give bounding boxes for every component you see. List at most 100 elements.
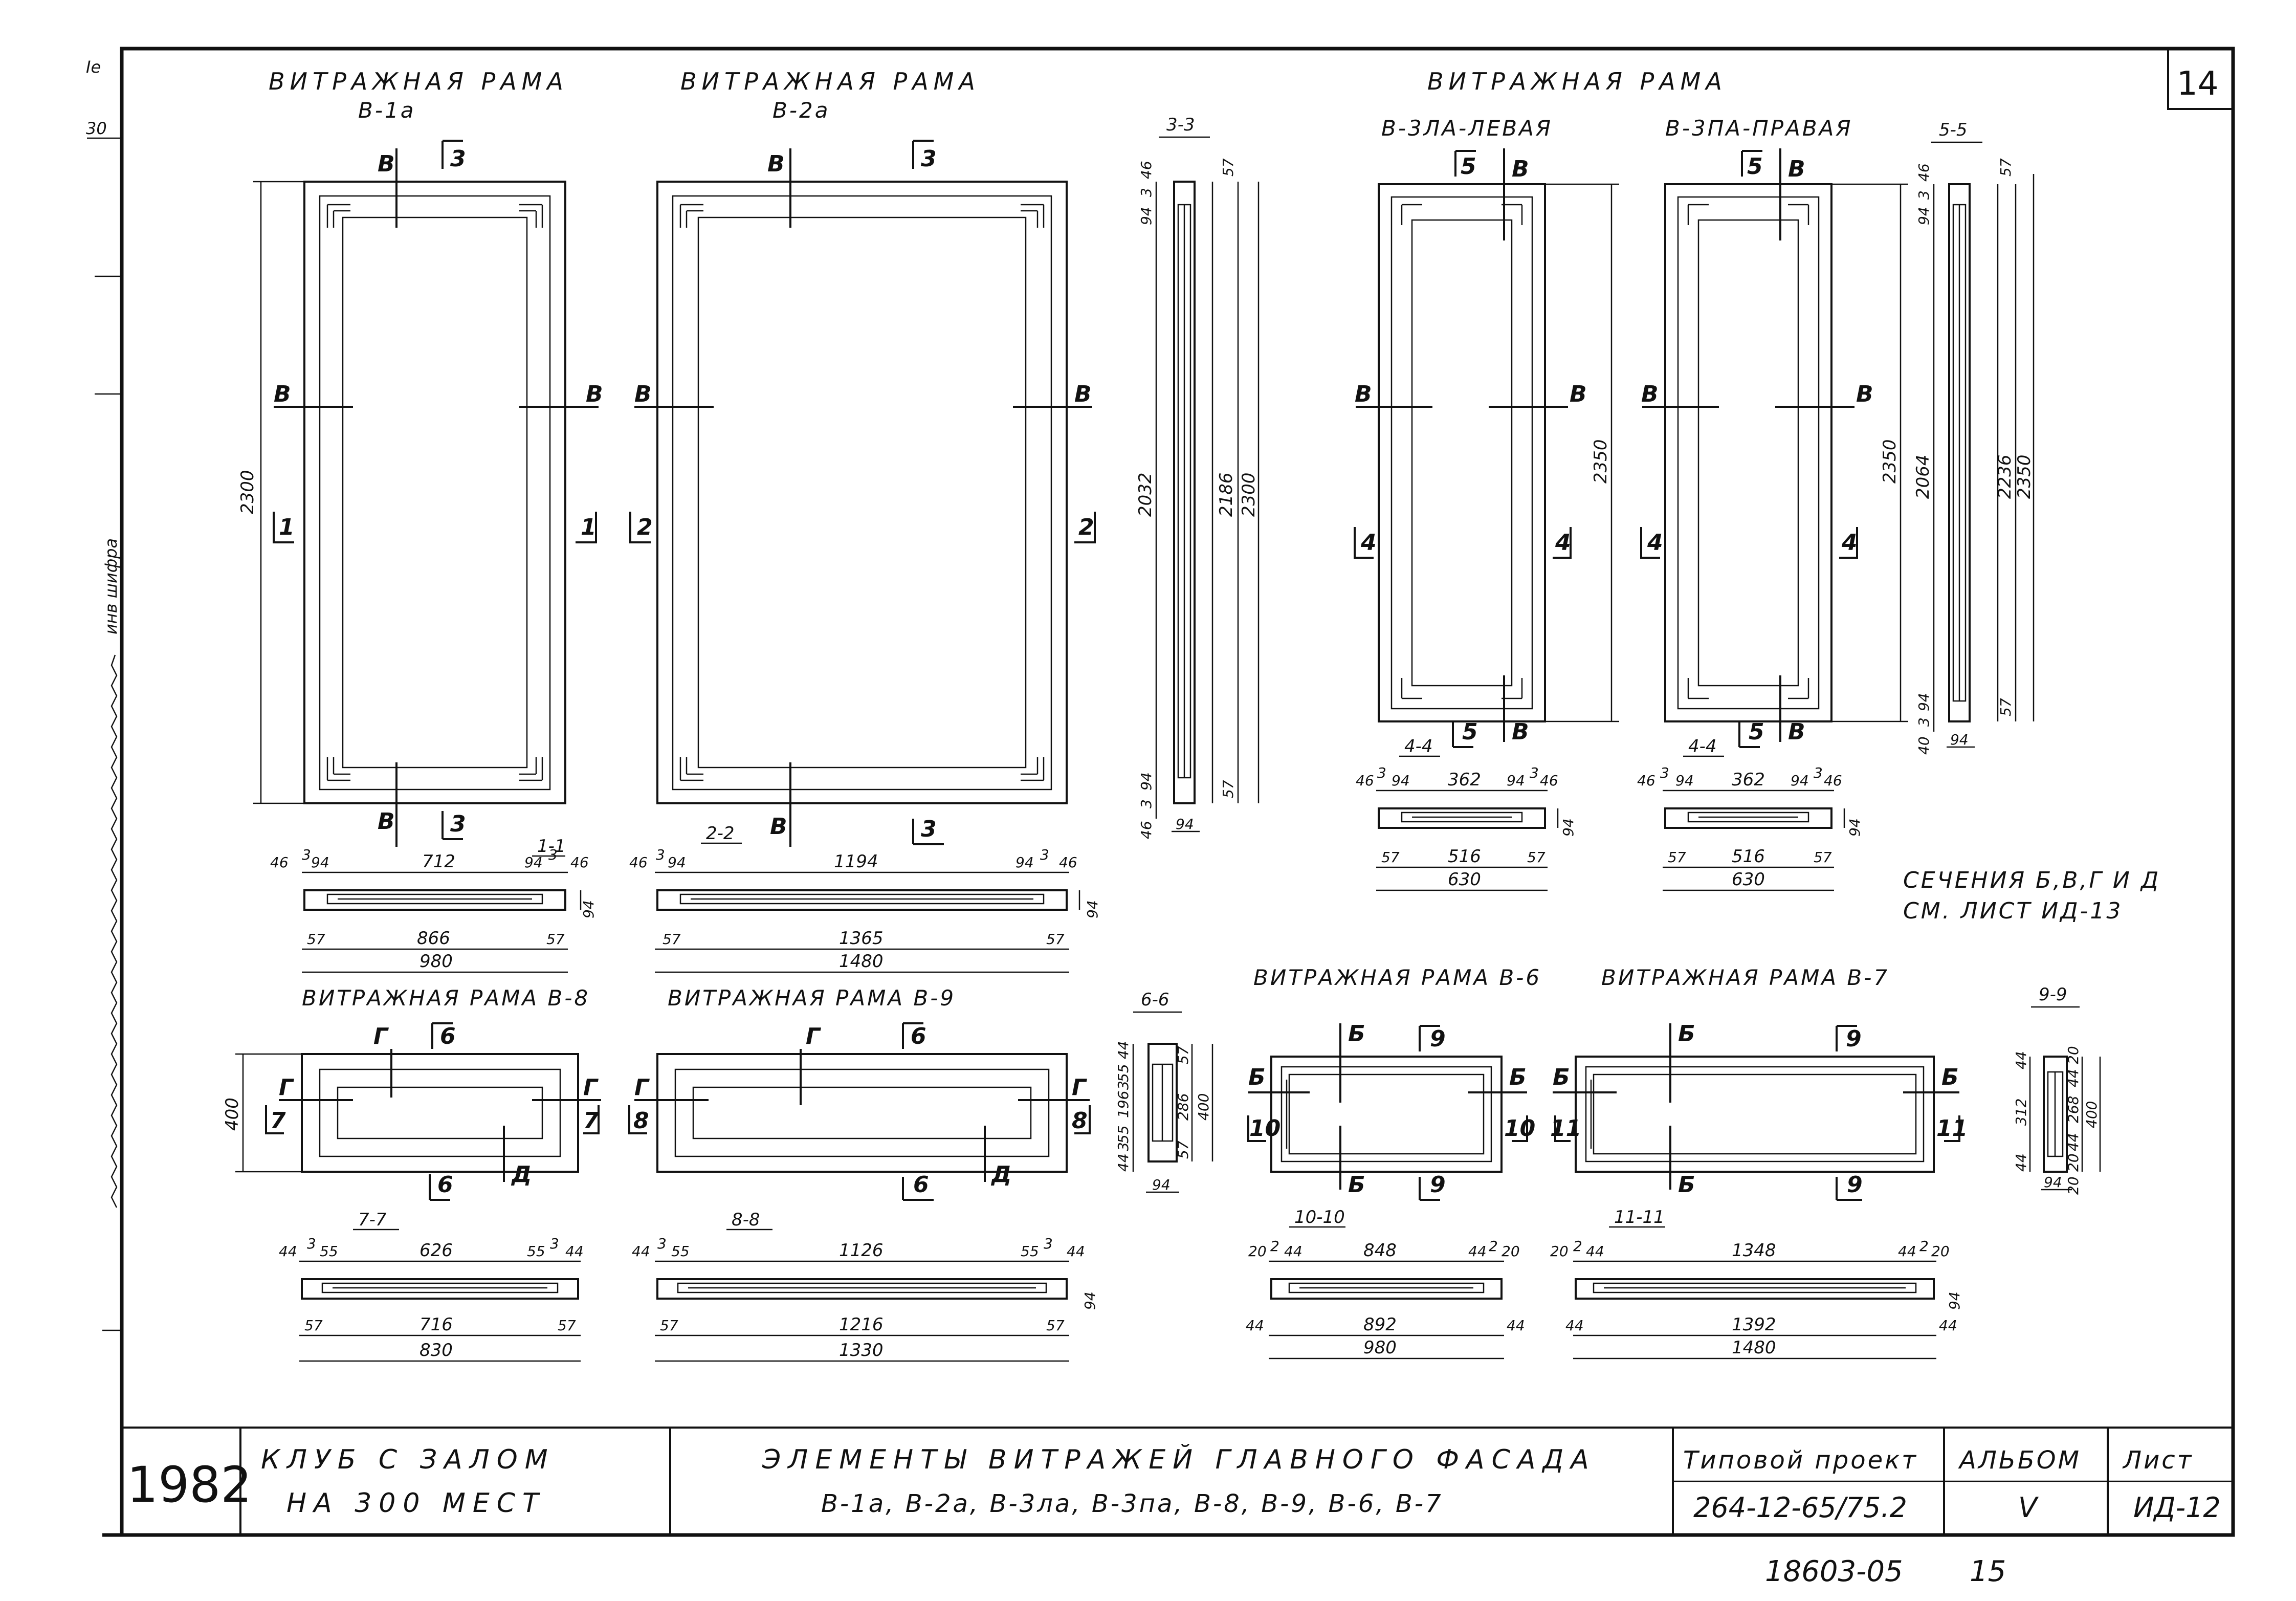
- frame-b1a-cut-v-top: В: [378, 151, 395, 177]
- frame-b3r-dim-bottom-1: 516: [1732, 846, 1765, 867]
- frame-b8-cut-6-top: 6: [440, 1023, 456, 1049]
- title-block-album-label: АЛЬБОМ: [1958, 1446, 2081, 1475]
- frame-b8-cut-7-right: 7: [583, 1108, 599, 1134]
- frame-b8-cut-g-left: Г: [279, 1074, 294, 1101]
- frame-b3r-width: 630: [1732, 869, 1765, 890]
- frame-b1a-cut-3-top: 3: [450, 146, 466, 172]
- frame-b8-dim-top-3: 626: [420, 1240, 453, 1261]
- section-6-6-w: 94: [1152, 1176, 1171, 1193]
- frame-b8: ВИТРАЖНАЯ РАМА В-8 Г Г Г Д 6 6 7 7 400 7…: [222, 985, 601, 1362]
- section-3-3: 3-3 46 3 94 57 2032 2186 2300 94 3 46 57…: [1135, 115, 1260, 839]
- section-6-6-mid: 196: [1115, 1091, 1132, 1118]
- frame-b7-dim-bottom-1: 1392: [1732, 1314, 1776, 1335]
- section-3-3-b1: 94: [1138, 772, 1155, 791]
- frame-b2a-cut-2-left: 2: [637, 514, 653, 540]
- frame-b3l-height: 2350: [1591, 439, 1611, 484]
- frame-b7-dim-top-1: 2: [1573, 1238, 1582, 1255]
- frame-b3l-dim-top-3: 362: [1448, 770, 1481, 790]
- frame-b6-dim-top-5: 2: [1489, 1238, 1498, 1255]
- section-5-5-h1: 2064: [1913, 454, 1933, 499]
- sheet-border: [102, 47, 2235, 1537]
- section-6-6-c2: 286: [1175, 1093, 1191, 1121]
- frame-b7-cut-b-left: Б: [1553, 1064, 1570, 1090]
- frame-b1a-title: ВИТРАЖНАЯ РАМА: [269, 68, 568, 95]
- title-block-title-line1: ЭЛЕМЕНТЫ ВИТРАЖЕЙ ГЛАВНОГО ФАСАДА: [762, 1444, 1596, 1475]
- frame-b9-section-label: 8-8: [732, 1210, 760, 1230]
- frame-b7-cut-b-top: Б: [1678, 1021, 1695, 1047]
- section-3-3-h2: 2186: [1216, 472, 1237, 517]
- frame-b9-cut-6-bottom: 6: [913, 1172, 929, 1198]
- frame-b6-section-label: 10-10: [1294, 1207, 1345, 1227]
- frame-b9-cut-8-left: 8: [633, 1108, 649, 1134]
- section-5-5-label: 5-5: [1939, 120, 1968, 140]
- title-block-project-label: Типовой проект: [1683, 1446, 1918, 1475]
- frame-b3r-depth: 94: [1846, 818, 1863, 837]
- section-9-9-mid: 312: [2013, 1099, 2029, 1126]
- frame-b1a-dim-top-6: 46: [570, 854, 589, 871]
- title-block-title-line2: В-1а, В-2а, В-3ла, В-3па, В-8, В-9, В-6,…: [821, 1489, 1443, 1518]
- frame-b8-dim-top-5: 3: [550, 1235, 559, 1252]
- frame-b7-section-label: 11-11: [1614, 1207, 1665, 1227]
- frame-b3l-cut-4-left: 4: [1360, 530, 1377, 556]
- frame-b3l-dim-top-4: 94: [1507, 772, 1525, 789]
- frame-b1a-dim-top-2: 94: [311, 854, 329, 871]
- frame-b9-dim-top-2: 55: [671, 1243, 690, 1260]
- section-5-5-b3: 40: [1915, 736, 1932, 755]
- frame-b3l-dim-top-2: 94: [1392, 772, 1410, 789]
- frame-b8-cut-7-left: 7: [270, 1108, 286, 1134]
- frame-b3-code-right: В-3ПА-ПРАВАЯ: [1665, 116, 1853, 141]
- section-3-3-label: 3-3: [1166, 115, 1195, 135]
- frame-b2a-dim-top-4: 94: [1015, 854, 1034, 871]
- frame-b7-dim-bottom-0: 44: [1565, 1317, 1584, 1334]
- section-6-6-label: 6-6: [1141, 990, 1169, 1010]
- title-block-project-value: 264-12-65/75.2: [1693, 1492, 1907, 1524]
- frame-b6-cut-9-bottom: 9: [1430, 1172, 1446, 1198]
- frame-b9-cut-6-top: 6: [911, 1023, 926, 1049]
- frame-b3l-cut-4-right: 4: [1555, 530, 1571, 556]
- frame-b7-cut-11-right: 11: [1936, 1115, 1968, 1142]
- frame-b9-cut-8-right: 8: [1072, 1108, 1088, 1134]
- frame-b2a-dim-top-2: 94: [668, 854, 686, 871]
- title-block-year: 1982: [127, 1456, 252, 1514]
- frame-b3r-cut-4-right: 4: [1841, 530, 1858, 556]
- frame-b8-dim-top-4: 55: [527, 1243, 545, 1260]
- frame-b2a-cut-3-bottom: 3: [921, 816, 937, 842]
- frame-b9-depth: 94: [1081, 1291, 1098, 1310]
- frame-b3l-cut-v-right: В: [1570, 381, 1587, 407]
- frame-b8-cut-g-right: Г: [583, 1074, 599, 1101]
- margin-mark-top: Ie: [86, 57, 101, 77]
- frame-b2a-depth: 94: [1084, 900, 1101, 918]
- frame-b3r-dim-top-1: 3: [1660, 764, 1669, 781]
- frame-b3-title: ВИТРАЖНАЯ РАМА: [1427, 68, 1727, 95]
- frame-b1a-cut-v-right: В: [586, 381, 603, 407]
- section-5-5-d1: 46: [1915, 163, 1932, 182]
- frame-b6: ВИТРАЖНАЯ РАМА В-6 Б Б Б Б 9 9 10 10 10-…: [1246, 965, 1541, 1359]
- frame-b1a: ВИТРАЖНАЯ РАМА В-1а В В В В 3 3 1 1 2300…: [237, 68, 603, 973]
- section-9-9-label: 9-9: [2039, 984, 2067, 1005]
- frame-b9: ВИТРАЖНАЯ РАМА В-9 Г Г Г Д 6 6 8 8 8-8 4…: [628, 985, 1098, 1362]
- section-6-6-c1: 57: [1175, 1046, 1191, 1064]
- frame-b1a-dim-top-3: 712: [422, 851, 455, 872]
- frame-b9-dim-bottom-0: 57: [660, 1317, 678, 1334]
- sheet-number-box: 14: [2167, 48, 2234, 110]
- frame-b6-dim-top-4: 44: [1468, 1243, 1487, 1260]
- frame-b7-dim-top-0: 20: [1550, 1243, 1569, 1260]
- frame-b2a-dim-top-6: 46: [1059, 854, 1077, 871]
- frame-b6-title: ВИТРАЖНАЯ РАМА В-6: [1253, 965, 1541, 990]
- sections-note: СЕЧЕНИЯ Б,В,Г И Д СМ. ЛИСТ ИД-13: [1903, 867, 2158, 924]
- frame-b8-cut-d: Д: [511, 1161, 532, 1188]
- frame-b3r-cut-4-left: 4: [1647, 530, 1663, 556]
- section-5-5-d2: 3: [1915, 190, 1932, 200]
- margin-mark-second: 30: [86, 119, 107, 138]
- frame-b1a-height: 2300: [237, 470, 258, 514]
- section-3-3-d4: 57: [1220, 158, 1237, 177]
- frame-b8-dim-top-1: 3: [307, 1235, 316, 1252]
- frame-b3r-section-label: 4-4: [1688, 736, 1717, 757]
- frame-b3r-dim-bottom-2: 57: [1814, 849, 1832, 866]
- frame-b9-dim-top-3: 1126: [839, 1240, 884, 1261]
- frame-b1a-depth: 94: [580, 900, 597, 918]
- frame-b8-title: ВИТРАЖНАЯ РАМА В-8: [302, 985, 590, 1011]
- frame-b3l-dim-top-1: 3: [1377, 764, 1386, 781]
- section-6-6-d2: 55: [1115, 1064, 1132, 1082]
- section-6-6-d1: 44: [1115, 1041, 1132, 1059]
